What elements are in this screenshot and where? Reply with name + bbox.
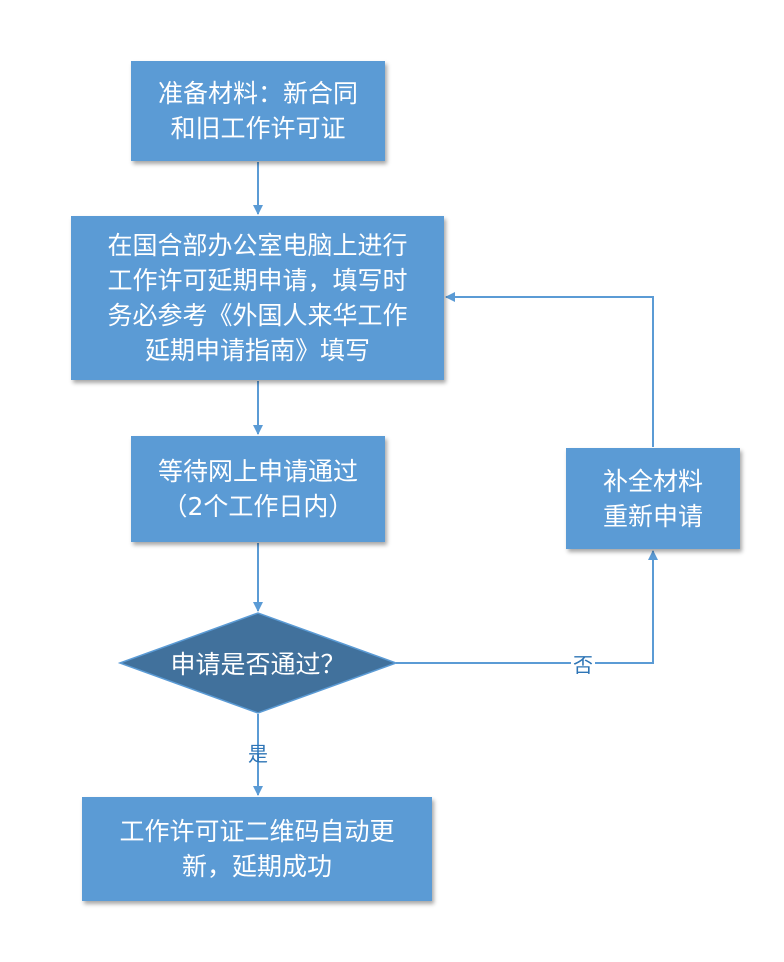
- edge-label-no: 否: [571, 653, 595, 677]
- step-wait-approval: 等待网上申请通过 （2个工作日内）: [131, 436, 385, 542]
- edge-label-yes: 是: [248, 742, 268, 766]
- step-resubmit-line-1: 补全材料: [602, 466, 703, 496]
- step-apply-line-3: 务必参考《外国人来华工作: [107, 301, 408, 330]
- step-success-line-2: 新，延期成功: [181, 852, 332, 881]
- step-apply-line-4: 延期申请指南》填写: [144, 336, 370, 365]
- arrow-resubmit-to-apply: [445, 292, 654, 447]
- arrow-decision-to-resubmit: [396, 550, 658, 664]
- step-apply-line-2: 工作许可延期申请，填写时: [107, 266, 408, 295]
- step-prepare-line-2: 和旧工作许可证: [170, 114, 346, 143]
- step-wait-line-1: 等待网上申请通过: [157, 457, 358, 486]
- step-resubmit: 补全材料 重新申请: [566, 448, 740, 549]
- step-online-application: 在国合部办公室电脑上进行 工作许可延期申请，填写时 务必参考《外国人来华工作 延…: [71, 216, 444, 380]
- step-prepare-materials: 准备材料：新合同 和旧工作许可证: [131, 61, 385, 161]
- decision-label: 申请是否通过？: [170, 650, 346, 679]
- step-apply-line-1: 在国合部办公室电脑上进行: [107, 231, 408, 260]
- step-wait-line-2: （2个工作日内）: [162, 492, 354, 521]
- step-success: 工作许可证二维码自动更 新，延期成功: [82, 797, 432, 901]
- step-resubmit-line-2: 重新申请: [602, 501, 703, 531]
- step-prepare-line-1: 准备材料：新合同: [157, 79, 358, 108]
- decision-diamond: [117, 612, 399, 714]
- step-success-line-1: 工作许可证二维码自动更: [119, 817, 395, 846]
